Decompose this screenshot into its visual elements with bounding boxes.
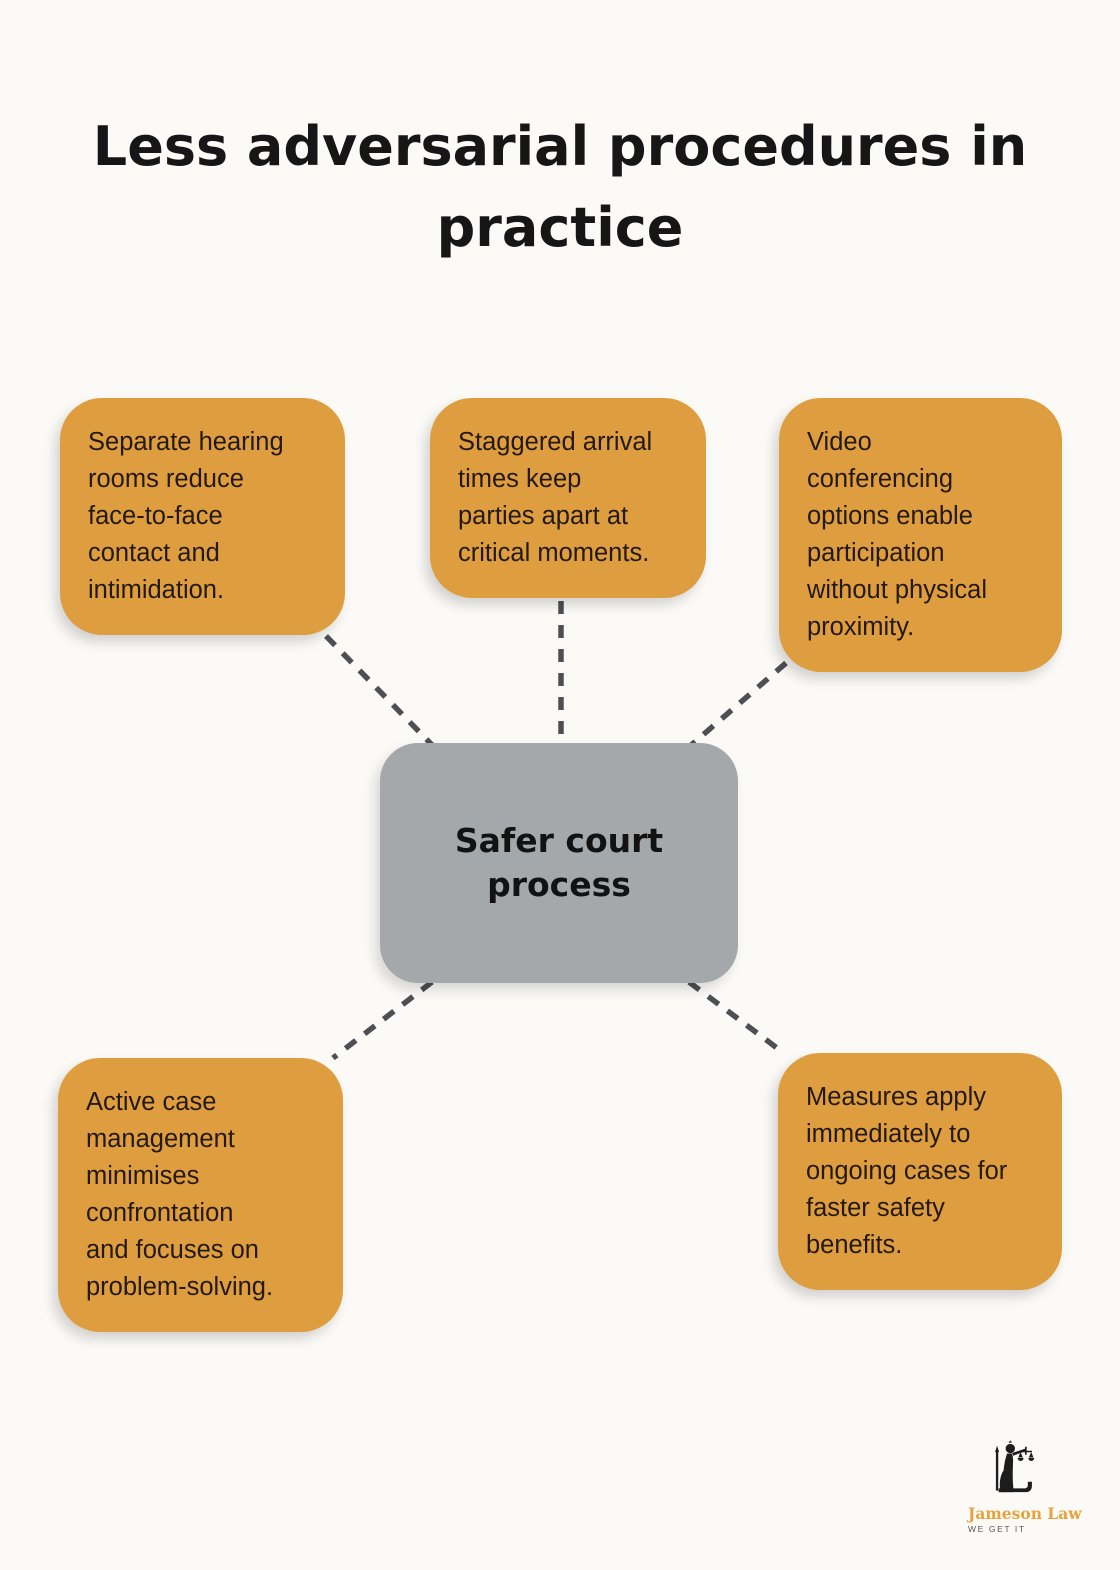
logo-tagline-text: WE GET IT [968, 1524, 1026, 1534]
diagram-node-video-conferencing: Video conferencing options enable partic… [779, 398, 1062, 672]
diagram-node-separate-hearing-rooms: Separate hearing rooms reduce face-to-fa… [60, 398, 345, 635]
page-title: Less adversarial procedures in practice [92, 115, 1028, 259]
logo-brand-text: Jameson Law [968, 1504, 1082, 1523]
connector-line-top-right [687, 660, 788, 750]
jameson-law-logo: Jameson Law WE GET IT [968, 1440, 1082, 1534]
connector-line-top-left [324, 634, 435, 748]
connector-line-bottom-right [687, 979, 787, 1057]
connector-line-bottom-left [331, 979, 434, 1061]
diagram-node-active-case-management: Active case management minimises confron… [58, 1058, 343, 1332]
diagram-node-staggered-arrival-times: Staggered arrival times keep parties apa… [430, 398, 706, 598]
diagram-center-node: Safer court process [380, 743, 738, 983]
lady-justice-icon [995, 1440, 1035, 1493]
diagram-node-measures-apply-immediately: Measures apply immediately to ongoing ca… [778, 1053, 1062, 1290]
